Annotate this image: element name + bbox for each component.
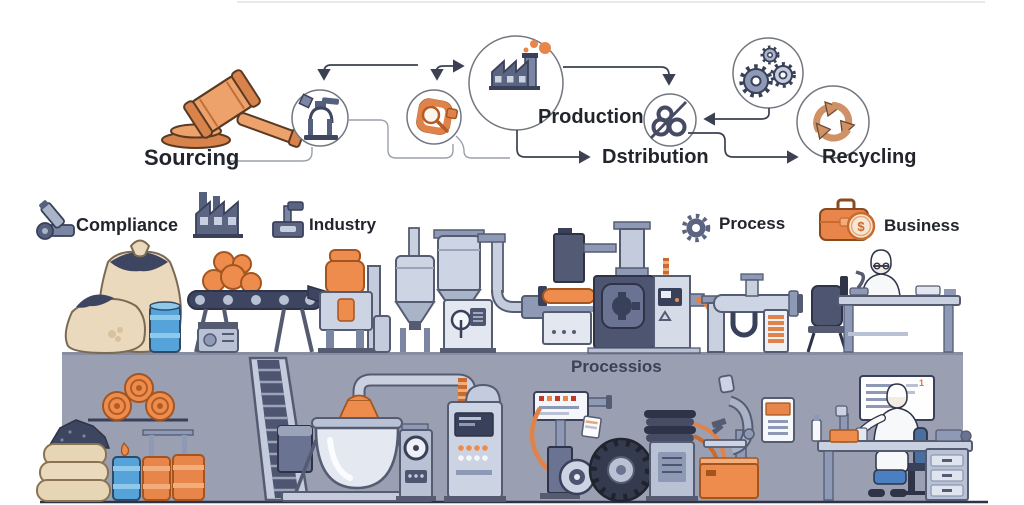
flow-arrows [317, 59, 799, 164]
gear-icon [681, 213, 711, 243]
gears-icon [739, 45, 796, 98]
ore-conveyor [187, 251, 323, 353]
label-board-mark: 1 [919, 378, 925, 388]
label-underground-band: Processios [571, 357, 662, 376]
stacked-sacks-bottom [36, 419, 111, 502]
lever-icon [272, 201, 304, 238]
gauge-machine [529, 391, 612, 499]
gavel-icon [161, 69, 305, 149]
coil-rolls-shelf [88, 373, 188, 422]
flow-diagram [161, 35, 870, 164]
knot-icon [649, 101, 688, 139]
micrometer-icon [36, 200, 75, 240]
clamp-inspection-icon [416, 98, 459, 135]
blue-barrel-mid [149, 301, 181, 353]
label-industry: Industry [309, 215, 377, 234]
recycle-icon [813, 101, 856, 142]
crusher-machine [307, 249, 381, 353]
extruder-unit [396, 423, 436, 501]
coil-stack-machine [644, 410, 740, 501]
pipe-assembly [701, 273, 803, 353]
connector-lines [229, 119, 510, 162]
qc-desk-station [806, 249, 961, 353]
label-sourcing: Sourcing [144, 145, 240, 170]
factory-icon [489, 40, 551, 90]
coin-dollar-glyph: $ [857, 219, 865, 234]
injection-molding-machine [538, 221, 714, 354]
legend-icons: $ [36, 192, 876, 243]
factory-small-icon [193, 192, 243, 238]
barrels-bottom [112, 429, 205, 501]
label-recycling: Recycling [822, 146, 917, 168]
label-compliance: Compliance [76, 215, 179, 235]
label-production: Production [538, 106, 644, 128]
briefcase-icon: $ [819, 198, 876, 241]
silo-hoppers [373, 227, 547, 353]
lab-desk-station [811, 375, 973, 501]
mixing-kettle [277, 373, 477, 502]
microscope-station [699, 374, 795, 499]
label-business: Business [884, 216, 960, 235]
tire [588, 437, 654, 503]
label-process: Process [719, 214, 786, 233]
label-distribution: Dstribution [602, 146, 709, 168]
node-recycle [796, 85, 870, 159]
control-cabinet [444, 378, 506, 502]
press-machine-icon [298, 93, 340, 140]
small-pump [197, 322, 239, 353]
